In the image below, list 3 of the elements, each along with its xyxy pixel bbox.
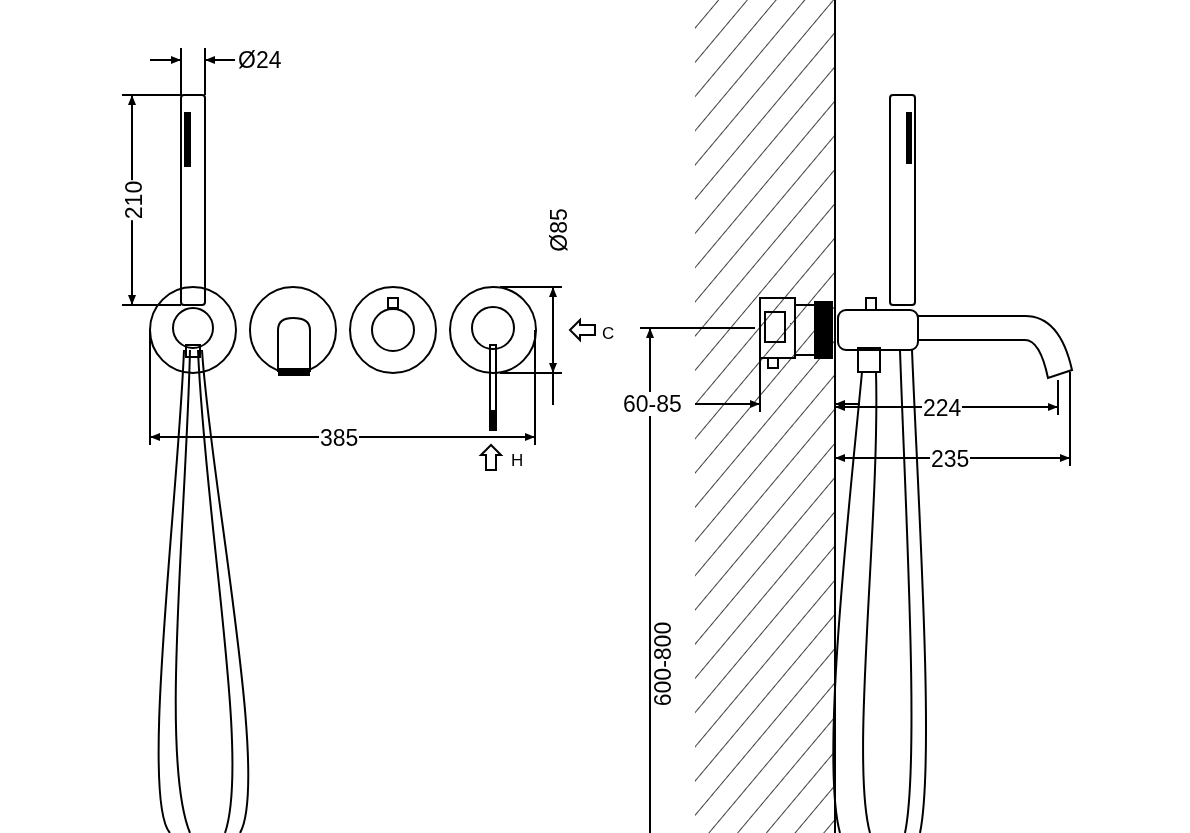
dimension-value: Ø85 xyxy=(546,207,571,253)
dimension-value: Ø24 xyxy=(237,48,283,72)
dimension-value: 60-85 xyxy=(622,392,683,416)
